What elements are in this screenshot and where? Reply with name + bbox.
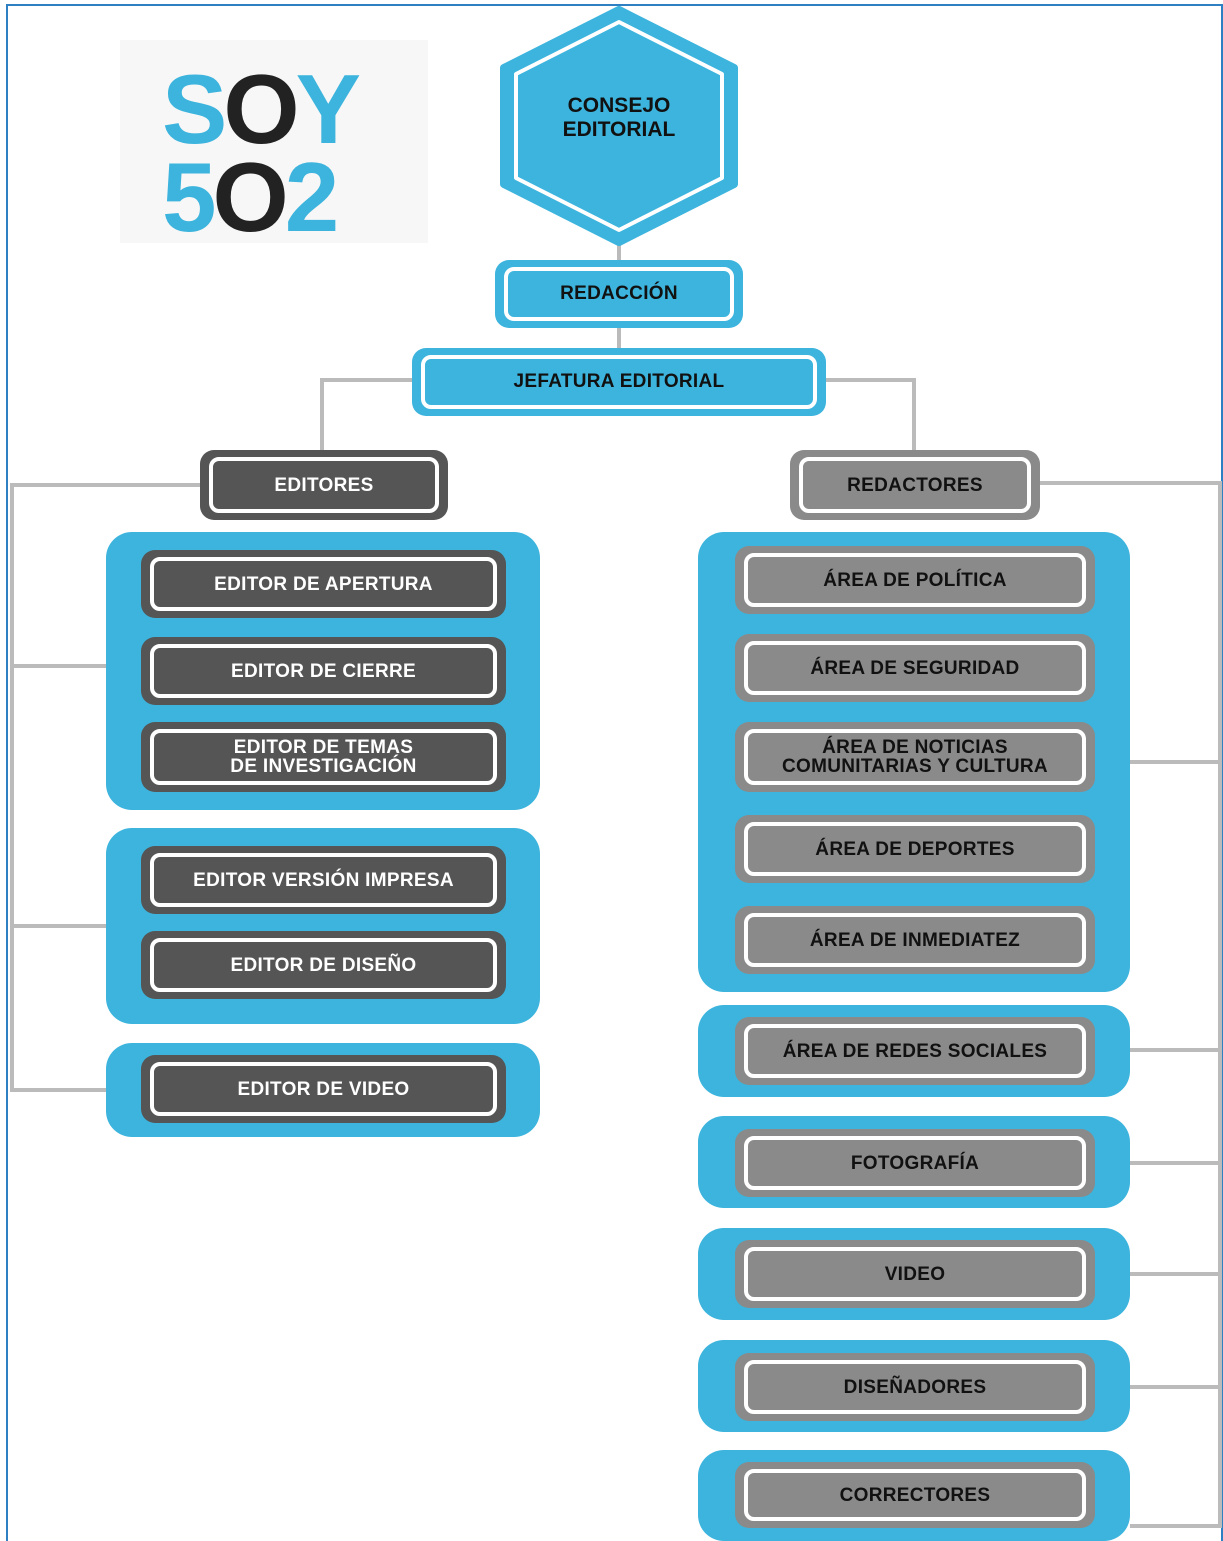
area-label: FOTOGRAFÍA	[744, 1136, 1086, 1190]
redaccion-box: REDACCIÓN	[495, 260, 743, 328]
editor-box: EDITOR DE DISEÑO	[141, 931, 506, 999]
editor-label: EDITOR DE TEMAS DE INVESTIGACIÓN	[150, 729, 497, 785]
area-box: DISEÑADORES	[735, 1353, 1095, 1421]
redaccion-label: REDACCIÓN	[504, 267, 734, 321]
area-box: ÁREA DE INMEDIATEZ	[735, 906, 1095, 974]
redactores-label: REDACTORES	[799, 457, 1031, 513]
jefatura-editorial-label: JEFATURA EDITORIAL	[421, 355, 817, 409]
redactores-box: REDACTORES	[790, 450, 1040, 520]
area-label: ÁREA DE REDES SOCIALES	[744, 1024, 1086, 1078]
editor-box: EDITOR DE VIDEO	[141, 1055, 506, 1123]
area-box: FOTOGRAFÍA	[735, 1129, 1095, 1197]
editor-label: EDITOR DE VIDEO	[150, 1062, 497, 1116]
jefatura-editorial-box: JEFATURA EDITORIAL	[412, 348, 826, 416]
area-label: ÁREA DE NOTICIAS COMUNITARIAS Y CULTURA	[744, 729, 1086, 785]
editores-label: EDITORES	[209, 457, 439, 513]
area-box: ÁREA DE POLÍTICA	[735, 546, 1095, 614]
area-label: ÁREA DE DEPORTES	[744, 822, 1086, 876]
editor-label: EDITOR DE CIERRE	[150, 644, 497, 698]
editor-label: EDITOR DE DISEÑO	[150, 938, 497, 992]
consejo-editorial-label: CONSEJO EDITORIAL	[562, 94, 676, 141]
area-label: ÁREA DE INMEDIATEZ	[744, 913, 1086, 967]
editor-box: EDITOR DE TEMAS DE INVESTIGACIÓN	[141, 722, 506, 792]
area-label: DISEÑADORES	[744, 1360, 1086, 1414]
area-box: ÁREA DE NOTICIAS COMUNITARIAS Y CULTURA	[735, 722, 1095, 792]
soy502-logo: SOY 5O2	[120, 40, 428, 246]
editor-label: EDITOR DE APERTURA	[150, 557, 497, 611]
editor-box: EDITOR VERSIÓN IMPRESA	[141, 846, 506, 914]
editores-box: EDITORES	[200, 450, 448, 520]
editor-box: EDITOR DE APERTURA	[141, 550, 506, 618]
area-label: ÁREA DE POLÍTICA	[744, 553, 1086, 607]
area-box: ÁREA DE SEGURIDAD	[735, 634, 1095, 702]
area-box: CORRECTORES	[735, 1462, 1095, 1528]
consejo-editorial-hexagon	[500, 6, 738, 246]
area-box: VIDEO	[735, 1240, 1095, 1308]
area-label: CORRECTORES	[744, 1469, 1086, 1521]
editor-label: EDITOR VERSIÓN IMPRESA	[150, 853, 497, 907]
editor-box: EDITOR DE CIERRE	[141, 637, 506, 705]
area-box: ÁREA DE DEPORTES	[735, 815, 1095, 883]
area-label: ÁREA DE SEGURIDAD	[744, 641, 1086, 695]
area-label: VIDEO	[744, 1247, 1086, 1301]
area-box: ÁREA DE REDES SOCIALES	[735, 1017, 1095, 1085]
